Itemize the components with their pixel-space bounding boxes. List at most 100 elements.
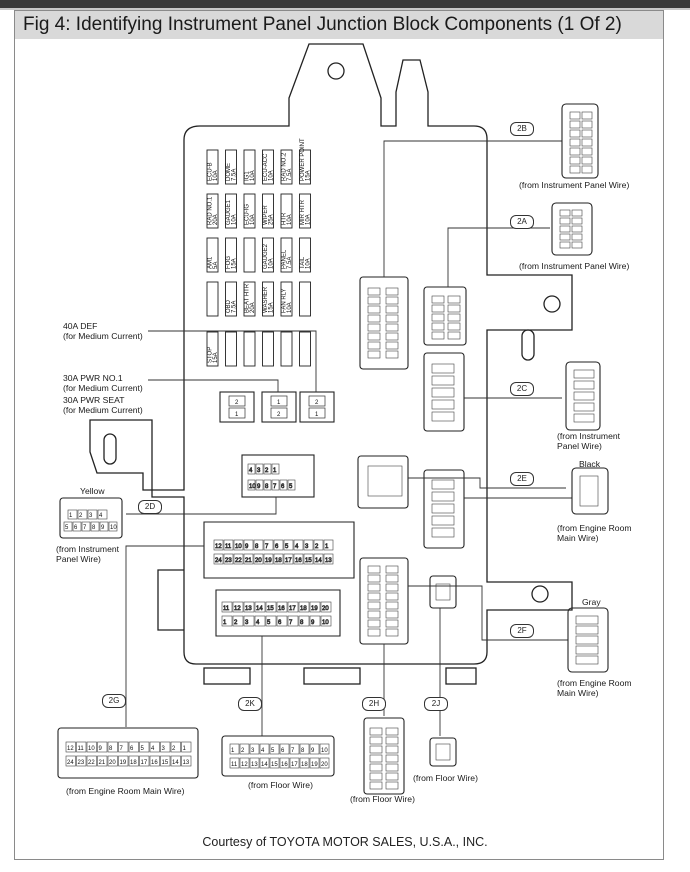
- pin-number: 10: [249, 484, 256, 490]
- pin-number: 18: [130, 760, 137, 766]
- ref-2H: 2H: [362, 697, 386, 711]
- pin-number: 2: [234, 620, 238, 626]
- pin-number: 3: [251, 748, 255, 754]
- pin-number: 15: [162, 760, 169, 766]
- pin-number: 18: [275, 558, 282, 564]
- source-2F: (from Engine Room Main Wire): [557, 678, 632, 698]
- pin-number: 8: [301, 748, 305, 754]
- source-2B: (from Instrument Panel Wire): [519, 180, 630, 190]
- side-tab-left: [157, 569, 184, 631]
- pin-number: 11: [78, 746, 85, 752]
- pin-number: 14: [261, 762, 268, 768]
- pin-number: 9: [245, 544, 249, 550]
- relay-pwr-no1: [261, 391, 297, 423]
- source-2C: (from Instrument Panel Wire): [557, 431, 620, 451]
- pin-number: 9: [101, 525, 105, 531]
- pin-number: 1: [183, 746, 187, 752]
- connector-2C: [565, 361, 601, 431]
- pin-number: 10: [235, 544, 242, 550]
- connector-2B: [561, 103, 599, 179]
- source-2F-line2: Main Wire): [557, 687, 599, 698]
- fuse-label: POWER POINT: [300, 138, 306, 181]
- leader-2F: [408, 585, 568, 641]
- leader-2G: [125, 545, 204, 727]
- socket-2E: [357, 455, 409, 509]
- fuse-label: AM1: [208, 256, 214, 269]
- pin-number: 8: [265, 484, 269, 490]
- bottom-tab-1: [203, 667, 251, 685]
- pin-number: 12: [241, 762, 248, 768]
- callout-def-40a: 40A DEF (for Medium Current): [63, 321, 143, 341]
- mount-hole-lower-right: [531, 585, 549, 603]
- fuse-amp: 7.5A: [232, 301, 238, 313]
- pin-number: 3: [257, 468, 261, 474]
- ref-2E: 2E: [510, 472, 534, 486]
- source-2J: (from Floor Wire): [413, 773, 478, 783]
- pin-number: 20: [255, 558, 262, 564]
- fuse-amp: 20A: [250, 302, 256, 313]
- credit-line: Courtesy of TOYOTA MOTOR SALES, U.S.A., …: [202, 835, 488, 849]
- pin-number: 15: [271, 762, 278, 768]
- callout-pwr-seat: 30A PWR SEAT (for Medium Current): [63, 395, 143, 415]
- pin-number: 5: [141, 746, 145, 752]
- fuse-label: ECU-IG: [245, 204, 251, 225]
- fuse-amp: 10A: [213, 170, 219, 181]
- pin-number: 3: [305, 544, 309, 550]
- fuse-label: DOME: [226, 163, 232, 181]
- fuse-slot-empty: [280, 331, 293, 367]
- leader-pwr1: [148, 379, 279, 392]
- relay-pin: 2: [277, 412, 281, 418]
- pin-number: 9: [311, 748, 315, 754]
- fuse-amp: 10A: [232, 214, 238, 225]
- fuse-amp: 15A: [213, 352, 219, 363]
- pin-number: 5: [289, 484, 293, 490]
- ref-2D: 2D: [138, 500, 162, 514]
- source-2F-line1: (from Engine Room: [557, 678, 632, 688]
- fuse-label: GAUGE1: [226, 199, 232, 225]
- pin-number: 4: [295, 544, 299, 550]
- fuse-slot-empty: [262, 331, 274, 367]
- pin-number: 23: [225, 558, 232, 564]
- pin-number: 20: [109, 760, 116, 766]
- fuse-row3-2: [243, 237, 256, 273]
- fuse-amp: 15A: [306, 170, 312, 181]
- fuse-amp: 7.5A: [287, 169, 293, 181]
- bottom-tab-3: [445, 667, 477, 685]
- pin-number: 15: [305, 558, 312, 564]
- connector-2H: [363, 717, 405, 795]
- color-2F: Gray: [582, 597, 601, 607]
- source-2K: (from Floor Wire): [248, 780, 313, 790]
- pin-number: 4: [151, 746, 155, 752]
- pin-number: 6: [130, 746, 134, 752]
- pin-number: 8: [300, 620, 304, 626]
- pin-number: 7: [120, 746, 124, 752]
- fuse-label: TAIL: [300, 256, 306, 269]
- fuse-amp: 10A: [250, 214, 256, 225]
- figure-title: Fig 4: Identifying Instrument Panel Junc…: [23, 14, 622, 35]
- fuse-amp: 7.5A: [232, 169, 238, 181]
- pin-number: 18: [301, 762, 308, 768]
- pin-number: 12: [67, 746, 74, 752]
- fuse-label: STOP: [208, 347, 214, 363]
- pin-number: 11: [223, 606, 230, 612]
- pin-number: 1: [69, 513, 73, 519]
- fuse-amp: 7.5A: [287, 257, 293, 269]
- pin-number: 2: [79, 513, 83, 519]
- fuse-amp: 10A: [287, 214, 293, 225]
- color-2E: Black: [579, 459, 601, 469]
- relay-pin: 2: [235, 400, 239, 406]
- source-2A: (from Instrument Panel Wire): [519, 261, 630, 271]
- fuse-amp: 10A: [269, 258, 275, 269]
- pin-number: 17: [141, 760, 148, 766]
